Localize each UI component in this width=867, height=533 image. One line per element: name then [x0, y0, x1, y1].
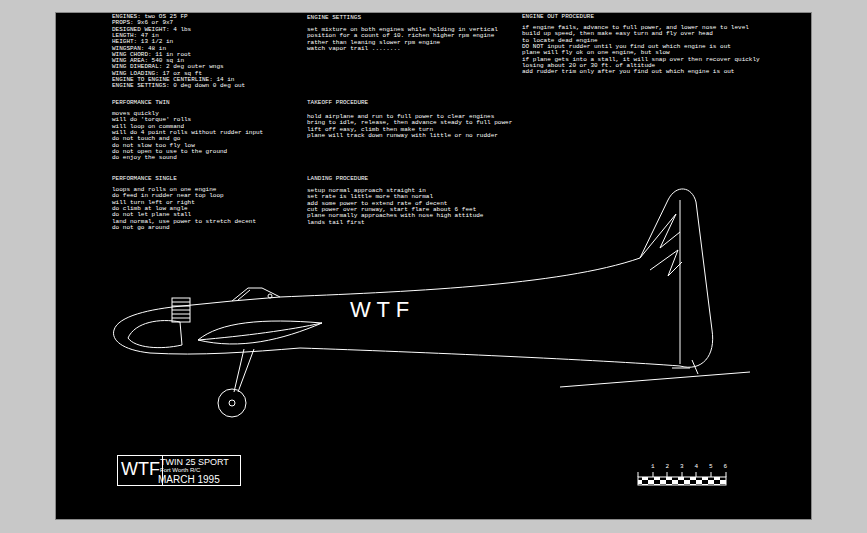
note-line: plane normally approaches with nose high… [307, 213, 483, 219]
title-block: TWIN 25 SPORTFort Worth R/CMARCH 1995WTF [117, 455, 241, 486]
engine-nacelle [198, 321, 322, 344]
note-line: will loop on command [112, 124, 184, 130]
note-line: ENGINES: two OS 25 FP [112, 14, 188, 20]
note-line: WING CHORD: 11 in root [112, 52, 191, 58]
logo-box: WTF [117, 455, 163, 486]
engine-cylinder [172, 298, 190, 322]
note-line: losing about 20 or 30 ft. of altitude [522, 63, 655, 69]
title-text: Fort Worth R/C [160, 467, 200, 474]
note-line: bring to idle, release, then advance ste… [307, 120, 512, 126]
note-line: will do 4 point rolls without rudder inp… [112, 130, 263, 136]
cylinder-fins [172, 302, 190, 318]
note-line: watch vapor trail ........ [307, 46, 401, 52]
canopy-vent [268, 294, 272, 298]
nacelle-line [198, 323, 322, 340]
note-line: set mixture on both engines while holdin… [307, 27, 498, 33]
note-line: ENGINE TO ENGINE CENTERLINE: 14 in [112, 77, 234, 83]
wheel [218, 389, 246, 417]
note-line: will do 'torque' rolls [112, 117, 191, 123]
note-line: hold airplane and run to full power to c… [307, 114, 494, 120]
scale-number: 2 [666, 464, 670, 470]
section-heading: LANDING PROCEDURE [307, 176, 368, 182]
note-line: do not touch and go [112, 136, 180, 142]
note-line: land normal, use power to stretch decent [112, 219, 256, 225]
note-line: cut power over runway, start flare about… [307, 207, 476, 213]
note-line: rather than leaning slower rpm engine [307, 40, 440, 46]
note-line: lands tail first [307, 220, 365, 226]
note-line: do not let plane stall [112, 212, 191, 218]
fin-detail [640, 200, 682, 364]
section-heading: TAKEOFF PROCEDURE [307, 100, 368, 106]
fuselage-outline [114, 189, 713, 367]
note-line: LENGTH: 47 in [112, 33, 159, 39]
note-line: WING DIHEDRAL: 2 deg outer wngs [112, 64, 224, 70]
note-line: if engine fails, advance to full power, … [522, 25, 749, 31]
logo-text: WTF [121, 460, 160, 479]
note-line: DESIGNED WEIGHT: 4 lbs [112, 27, 191, 33]
note-line: do not slow too fly low [112, 143, 195, 149]
canopy [232, 288, 280, 301]
note-line: PROPS: 9x6 or 9x7 [112, 20, 173, 26]
scale-number: 6 [724, 464, 728, 470]
note-line: plane will track down runway with little… [307, 133, 498, 139]
note-line: moves quickly [112, 111, 159, 117]
scale-ticks [638, 472, 726, 477]
note-line: do not open to use to the ground [112, 149, 227, 155]
scale-number: 1 [651, 464, 655, 470]
scale-number: 3 [680, 464, 684, 470]
note-line: do climb at low angle [112, 206, 188, 212]
section-heading: ENGINE OUT PROCEDURE [522, 14, 594, 20]
title-text: TWIN 25 SPORT [160, 457, 229, 467]
note-line: HEIGHT: 13 1/2 in [112, 39, 173, 45]
note-line: will turn left or right [112, 200, 195, 206]
landing-gear [234, 349, 254, 392]
note-line: to locate dead engine [522, 38, 598, 44]
note-line: loops and rolls on one engine [112, 187, 216, 193]
section-heading: PERFORMANCE TWIN [112, 100, 170, 106]
scale-bar [638, 477, 726, 485]
aircraft-lettering: W T F [350, 298, 409, 322]
note-line: lift off easy, climb then make turn [307, 127, 433, 133]
scale-number: 4 [695, 464, 699, 470]
wheel-hub [229, 400, 235, 406]
note-line: do enjoy the sound [112, 155, 177, 161]
note-line: add some power to extend rate of decent [307, 201, 447, 207]
note-line: build up speed, then make easy turn and … [522, 31, 713, 37]
note-line: if plane gets into a stall, it will snap… [522, 57, 760, 63]
scale-number: 5 [709, 464, 713, 470]
note-line: DO NOT input rudder until you find out w… [522, 44, 731, 50]
note-line: plane will fly ok on one engine, but slo… [522, 50, 670, 56]
section-heading: ENGINE SETTINGS [307, 15, 361, 21]
note-line: WINGSPAN: 48 in [112, 46, 166, 52]
note-line: WING AREA: 540 sq in [112, 58, 184, 64]
tail-detail [672, 360, 698, 374]
note-line: setup normal approach straight in [307, 188, 426, 194]
title-text: MARCH 1995 [158, 474, 220, 485]
ground-line [560, 372, 750, 387]
section-heading: PERFORMANCE SINGLE [112, 176, 177, 182]
note-line: ENGINE SETTINGS: 0 deg down 0 deg out [112, 83, 245, 89]
note-line: set rate is little more than normal [307, 194, 433, 200]
note-line: do not go around [112, 225, 170, 231]
note-line: add rudder trim only after you find out … [522, 69, 734, 75]
nose-cowl [128, 321, 182, 348]
note-line: position for a count of 10. richen highe… [307, 33, 494, 39]
note-line: do feed in rudder near top loop [112, 193, 224, 199]
note-line: WING LOADING: 17 oz sq ft [112, 71, 202, 77]
